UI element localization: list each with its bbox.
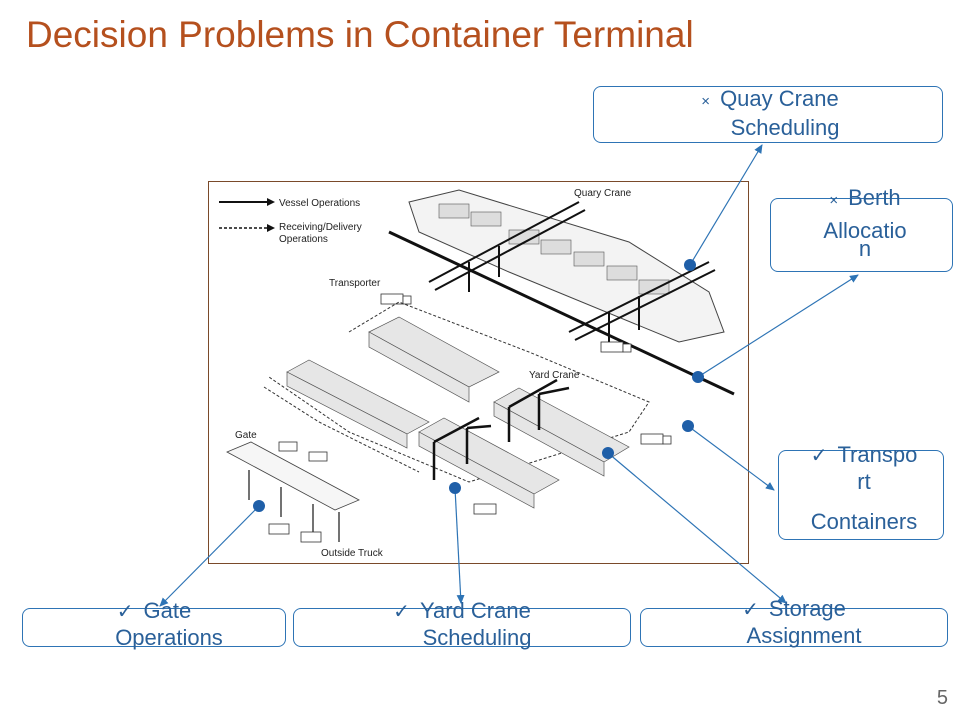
quay-crane-label: Quary Crane <box>574 188 632 199</box>
ship-containers <box>438 203 670 295</box>
berth-line1: Berth <box>848 185 901 210</box>
berth-allocation-label: × Berth Allocatio n <box>780 183 950 264</box>
transport-line2: rt <box>857 469 871 494</box>
quay-crane-scheduling-box <box>593 86 943 143</box>
yard-crane-line2: Scheduling <box>422 625 532 650</box>
gate-line2: Operations <box>115 625 223 650</box>
quay-crane-scheduling-label: × Quay Crane Scheduling <box>600 86 940 141</box>
transporter-trucks <box>380 293 672 445</box>
gate-operations-label: ✓ Gate Operations <box>22 598 286 651</box>
yard-blocks <box>286 316 630 509</box>
check-mark-icon: ✓ <box>810 445 828 467</box>
yard-crane-label: Yard Crane <box>529 370 580 381</box>
check-mark-icon: ✓ <box>393 601 410 623</box>
legend-receiving-label-2: Operations <box>279 234 328 245</box>
legend-receiving-label-1: Receiving/Delivery <box>279 222 362 233</box>
berth-allocation-box <box>770 198 953 272</box>
gate-label: Gate <box>235 430 257 441</box>
yard-crane-scheduling-box <box>293 608 631 647</box>
gate-canopy <box>226 441 360 511</box>
storage-assignment-box <box>640 608 948 647</box>
storage-assignment-label: ✓ Storage Assignment <box>640 596 948 649</box>
transport-containers-label: ✓ Transpo rt Containers <box>785 442 943 535</box>
vehicle-paths <box>263 301 650 483</box>
cross-mark-icon: × <box>701 93 711 110</box>
transport-containers-box <box>778 450 944 540</box>
transport-line1: Transpo <box>837 442 918 467</box>
transport-line3: Containers <box>810 509 918 534</box>
check-mark-icon: ✓ <box>116 601 134 623</box>
outside-truck-label: Outside Truck <box>321 548 384 559</box>
quay-edge <box>388 230 735 396</box>
transporter-label: Transporter <box>329 278 381 289</box>
outside-trucks <box>268 441 497 543</box>
storage-line1: Storage <box>768 596 846 621</box>
quay-crane-line1: Quay Crane <box>720 86 839 111</box>
quay-cranes <box>428 201 716 344</box>
berth-line2: Allocatio <box>823 218 907 243</box>
cross-mark-icon: × <box>829 192 839 209</box>
terminal-drawing: Vessel Operations Receiving/Delivery Ope… <box>219 188 735 559</box>
storage-line2: Assignment <box>746 623 862 648</box>
gate-pillars <box>248 470 340 542</box>
terminal-illustration: Vessel Operations Receiving/Delivery Ope… <box>208 181 749 564</box>
yard-cranes <box>432 378 570 480</box>
gate-line1: Gate <box>143 598 192 623</box>
quay-crane-line2: Scheduling <box>730 115 840 140</box>
check-mark-icon: ✓ <box>742 599 759 621</box>
berth-line3: n <box>858 236 872 261</box>
page-number: 5 <box>936 687 948 709</box>
yard-crane-line1: Yard Crane <box>419 598 531 623</box>
legend-vessel-label: Vessel Operations <box>279 198 360 209</box>
gate-operations-box <box>22 608 286 647</box>
page-title: Decision Problems in Container Terminal <box>26 14 694 55</box>
yard-crane-scheduling-label: ✓ Yard Crane Scheduling <box>293 598 631 651</box>
